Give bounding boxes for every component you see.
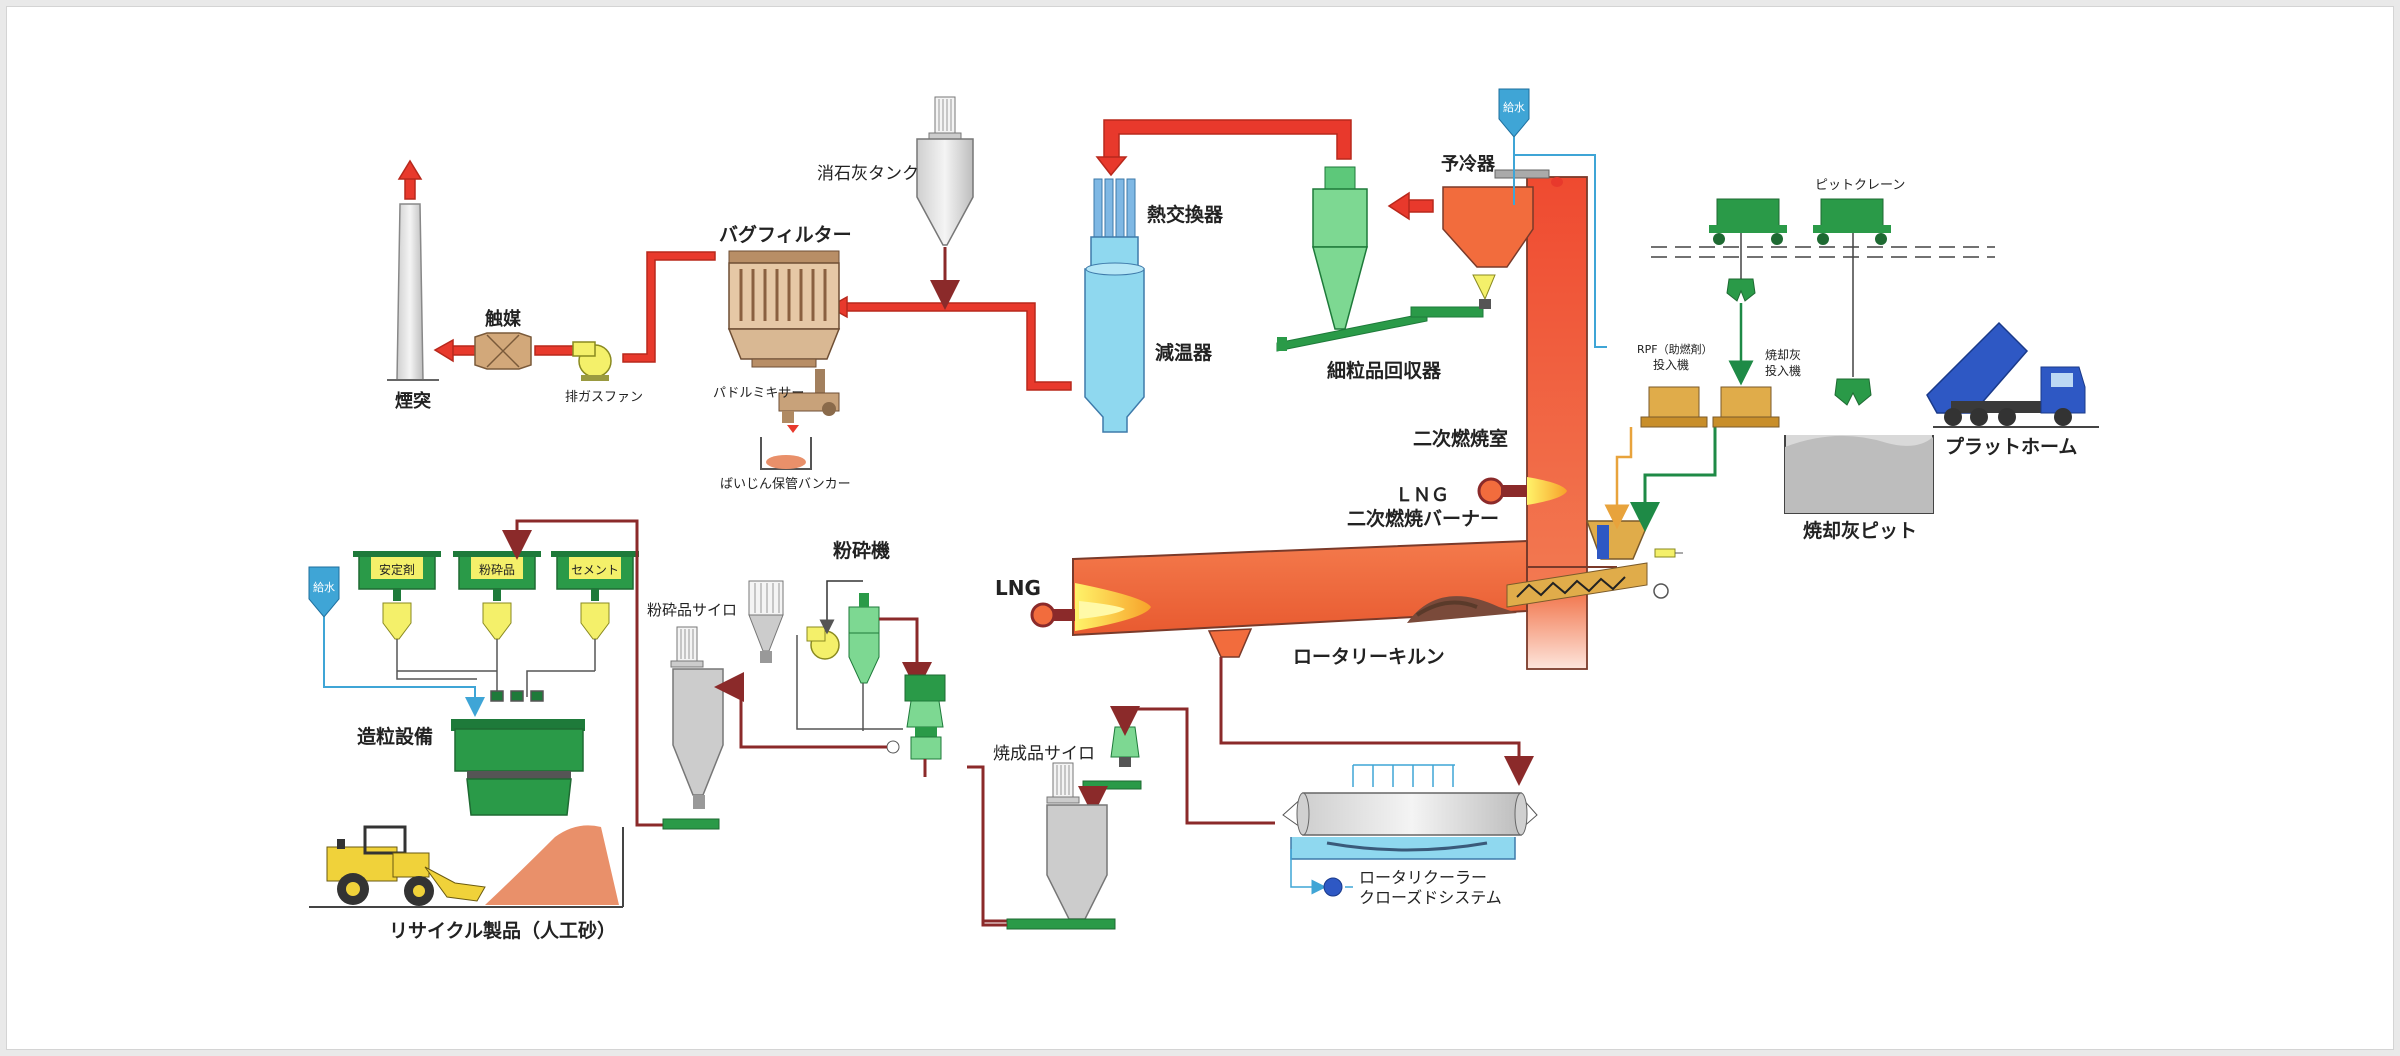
paddle-mixer-label: パドルミキサー — [713, 386, 804, 401]
stabilizer-hopper: 安定剤 — [353, 551, 441, 671]
rotary-cooler-label-2: クローズドシステム — [1359, 888, 1502, 907]
water-supply-top-label: 給水 — [1503, 100, 1525, 114]
diagram-frame: 煙突 触媒 排ガスファン バグフィルター パドルミキサー — [6, 6, 2394, 1050]
cooling-tower-label: 減温器 — [1155, 341, 1213, 364]
pit-crane-label: ピットクレーン — [1815, 178, 1905, 193]
crusher-label: 粉砕機 — [833, 539, 890, 562]
product-lines-middle — [714, 672, 1007, 923]
ash-feeder-label-1: 焼却灰 — [1765, 348, 1801, 362]
lng-secondary-burner-label-2: 二次燃焼バーナー — [1347, 507, 1499, 530]
heat-exchanger-label: 熱交換器 — [1147, 203, 1224, 226]
ash-pit-label: 焼却灰ピット — [1803, 519, 1917, 542]
fired-product-silo-label: 焼成品サイロ — [993, 744, 1095, 764]
crusher-unit — [796, 580, 932, 731]
slaked-lime-tank-label: 消石灰タンク — [817, 164, 919, 184]
granulation-dosing-valves — [396, 670, 595, 702]
exhaust-fan-label: 排ガスファン — [565, 390, 643, 405]
dump-truck — [1926, 321, 2086, 426]
secondary-combustion-chamber-label: 二次燃焼室 — [1413, 427, 1508, 450]
pulverized-silo-label: 粉砕品サイロ — [647, 601, 737, 619]
fine-particle-collector-label: 細粒品回収器 — [1327, 359, 1442, 382]
lng-main-burner — [1030, 583, 1151, 631]
rotary-kiln — [1072, 539, 1617, 658]
pulverized-silo — [662, 626, 724, 830]
cement-label: セメント — [571, 563, 619, 577]
lng-main-label: LNG — [995, 576, 1041, 600]
rpf-feeder-label-2: 投入機 — [1653, 357, 1689, 372]
granulation-equipment — [451, 719, 585, 816]
stabilizer-label: 安定剤 — [379, 562, 415, 577]
cooling-tower — [1084, 262, 1145, 433]
precooler-label: 予冷器 — [1441, 153, 1496, 175]
platform-label: プラットホーム — [1945, 435, 2077, 458]
bag-filter — [727, 250, 841, 368]
pulverized-product-label: 粉砕品 — [479, 562, 515, 577]
catalyst-label: 触媒 — [485, 308, 522, 330]
paddle-mixer — [778, 369, 840, 433]
chimney-label: 煙突 — [395, 390, 431, 412]
small-bag-silo — [748, 580, 784, 663]
slaked-lime-tank — [916, 96, 974, 310]
lng-secondary-burner — [1477, 477, 1567, 505]
fired-product-silo — [1006, 706, 1275, 930]
rpf-feeder — [1640, 386, 1708, 428]
heat-exchanger — [1090, 178, 1139, 272]
crusher-green-mill — [886, 674, 946, 760]
water-supply-top: 給水 — [1498, 88, 1607, 348]
ash-feeder-label-2: 投入機 — [1765, 363, 1801, 378]
ash-pit — [1784, 426, 2099, 514]
granulation-label: 造粒設備 — [357, 725, 433, 748]
bag-filter-label: バグフィルター — [719, 223, 852, 246]
feed-lines — [1604, 427, 1717, 532]
recycled-product-pile — [309, 825, 624, 908]
water-supply-left: 給水 — [308, 566, 485, 717]
exhaust-fan — [572, 341, 612, 381]
catalyst-unit — [474, 332, 532, 370]
lng-secondary-burner-label-1: ＬＮＧ — [1395, 485, 1449, 506]
pit-crane-right — [1813, 198, 1891, 406]
small-cyclone-feeder — [1410, 274, 1496, 318]
fine-particle-collector — [1276, 166, 1428, 352]
rotary-kiln-label: ロータリーキルン — [1293, 646, 1445, 668]
rotary-cooler-label-1: ロータリクーラー — [1359, 868, 1487, 887]
pit-crane-left — [1709, 198, 1787, 386]
crane-rail — [1651, 246, 1995, 258]
rotary-cooler — [1282, 764, 1538, 897]
recycled-product-label: リサイクル製品（人工砂） — [389, 919, 616, 942]
pulverized-product-hopper: 粉砕品 — [453, 551, 541, 671]
water-supply-left-label: 給水 — [313, 580, 335, 594]
dust-bunker — [760, 437, 812, 470]
cement-hopper: セメント — [551, 551, 639, 671]
dust-bunker-label: ばいじん保管バンカー — [720, 477, 851, 492]
wheel-loader — [326, 825, 486, 906]
ash-feeder — [1712, 386, 1780, 428]
product-lines-right — [981, 657, 1534, 927]
rpf-feeder-label-1: RPF（助燃剤） — [1637, 342, 1713, 356]
chimney — [387, 203, 439, 381]
process-flow-diagram: 煙突 触媒 排ガスファン バグフィルター パドルミキサー — [308, 88, 2099, 942]
